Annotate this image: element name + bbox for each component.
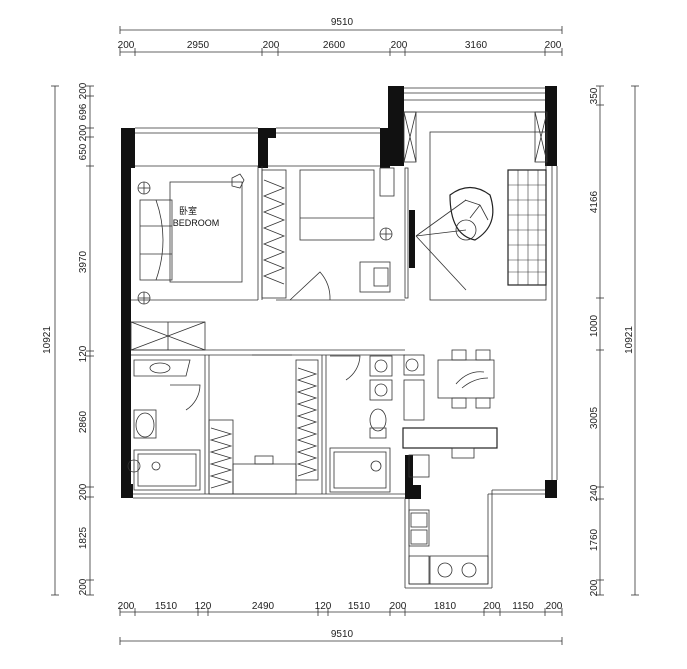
bottom-segment-7: 1810 bbox=[434, 601, 457, 612]
left-segment-labels: 200 696 200 650 3970 120 2860 200 1825 2… bbox=[78, 82, 89, 595]
top-segment-5: 3160 bbox=[465, 40, 488, 51]
top-segment-4: 200 bbox=[391, 40, 408, 51]
top-segment-3: 2600 bbox=[323, 40, 346, 51]
right-segment-6: 200 bbox=[589, 579, 600, 596]
left-segment-8: 1825 bbox=[78, 526, 89, 549]
right-segment-4: 240 bbox=[589, 484, 600, 501]
left-segment-3: 650 bbox=[78, 143, 89, 160]
bottom-segment-10: 200 bbox=[546, 601, 563, 612]
top-total-dimension: 9510 bbox=[331, 17, 354, 28]
master-bedroom bbox=[130, 173, 245, 351]
bottom-segment-1: 1510 bbox=[155, 601, 178, 612]
top-segment-6: 200 bbox=[545, 40, 562, 51]
right-dimension-lines bbox=[596, 85, 639, 596]
bottom-segment-5: 1510 bbox=[348, 601, 371, 612]
right-segment-labels: 350 4166 1000 3005 240 1760 200 bbox=[589, 87, 600, 596]
left-segment-1: 696 bbox=[78, 103, 89, 120]
bottom-segment-6: 200 bbox=[390, 601, 407, 612]
left-segment-2: 200 bbox=[78, 124, 89, 141]
exterior-walls bbox=[121, 86, 557, 499]
right-segment-1: 4166 bbox=[589, 190, 600, 213]
living-room bbox=[403, 111, 548, 301]
right-segment-2: 1000 bbox=[589, 314, 600, 337]
bottom-segment-3: 2490 bbox=[252, 601, 275, 612]
thin-walls bbox=[131, 87, 558, 589]
second-bedroom bbox=[261, 167, 415, 301]
left-total-dimension: 10921 bbox=[42, 326, 53, 354]
bedroom-label-cn: 卧室 bbox=[179, 205, 197, 216]
bottom-total-dimension: 9510 bbox=[331, 629, 354, 640]
right-segment-5: 1760 bbox=[589, 528, 600, 551]
bottom-segment-2: 120 bbox=[195, 601, 212, 612]
top-segment-1: 2950 bbox=[187, 40, 210, 51]
left-segment-6: 2860 bbox=[78, 410, 89, 433]
top-segment-2: 200 bbox=[263, 40, 280, 51]
bottom-segment-4: 120 bbox=[315, 601, 332, 612]
right-segment-0: 350 bbox=[589, 87, 600, 104]
kitchen bbox=[408, 454, 489, 585]
bottom-segment-8: 200 bbox=[484, 601, 501, 612]
right-total-dimension: 10921 bbox=[624, 326, 635, 354]
left-segment-9: 200 bbox=[78, 578, 89, 595]
bottom-dimension-lines bbox=[119, 608, 563, 645]
bottom-segment-labels: 200 1510 120 2490 120 1510 200 1810 200 … bbox=[118, 601, 563, 612]
right-segment-3: 3005 bbox=[589, 406, 600, 429]
right-bathroom bbox=[329, 355, 393, 493]
top-segment-labels: 200 2950 200 2600 200 3160 200 bbox=[118, 40, 562, 51]
bedroom-label-en: BEDROOM bbox=[173, 218, 220, 228]
left-segment-4: 3970 bbox=[78, 250, 89, 273]
corridor-storage bbox=[208, 354, 319, 495]
left-segment-0: 200 bbox=[78, 82, 89, 99]
left-segment-7: 200 bbox=[78, 483, 89, 500]
left-dimension-lines bbox=[51, 85, 94, 596]
top-segment-0: 200 bbox=[118, 40, 135, 51]
top-dimension-lines bbox=[119, 26, 563, 56]
bottom-segment-9: 1150 bbox=[512, 601, 534, 612]
left-bathroom bbox=[127, 359, 201, 491]
dining-area bbox=[402, 349, 498, 459]
bottom-segment-0: 200 bbox=[118, 601, 135, 612]
left-segment-5: 120 bbox=[78, 345, 89, 362]
